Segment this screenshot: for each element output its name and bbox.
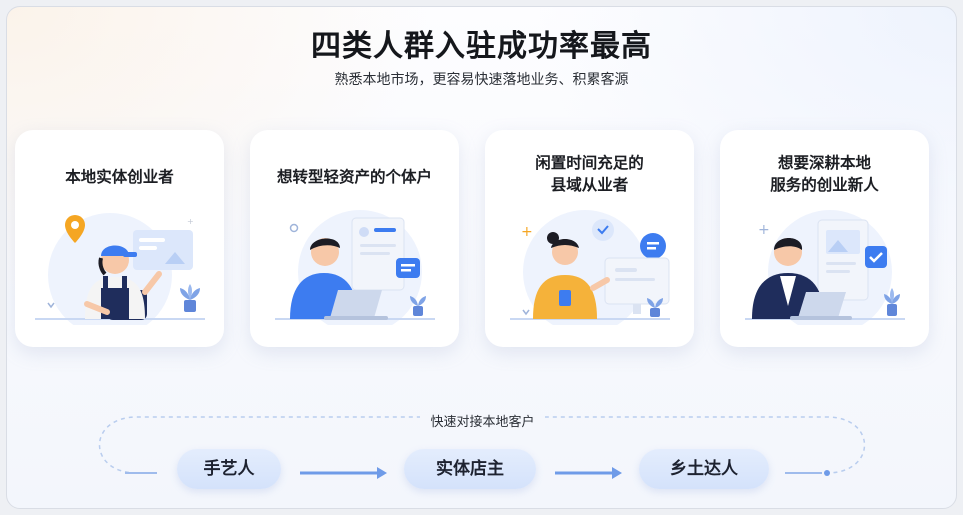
infographic-frame: 四类人群入驻成功率最高 熟悉本地市场，更容易快速落地业务、积累客源 本地实体创业… [6, 6, 957, 509]
card-light-asset-owner: 想转型轻资产的个体户 [250, 130, 459, 347]
page-title: 四类人群入驻成功率最高 [311, 29, 652, 64]
plant-icon [410, 296, 426, 316]
card-title-line2: 服务的创业新人 [770, 176, 879, 194]
arrow-icon [555, 467, 622, 479]
card-service-newcomer: 想要深耕本地 服务的创业新人 + [720, 130, 929, 347]
card-title-line2: 县域从业者 [550, 176, 629, 194]
checkbox-icon [865, 246, 887, 268]
plant-icon [647, 298, 663, 317]
svg-text:+: + [187, 217, 194, 226]
chat-icon [640, 233, 666, 259]
card-title-line1: 闲置时间充足的 [535, 154, 644, 172]
plant-icon [180, 284, 200, 312]
svg-text:+: + [758, 222, 770, 238]
owner-illustration [275, 210, 435, 325]
monitor-icon [604, 257, 670, 314]
flow-step-store-owner: 实体店主 [404, 449, 536, 489]
image-card-icon [817, 219, 869, 301]
card-title: 本地实体创业者 [65, 168, 174, 186]
card-local-entrepreneur: 本地实体创业者 + [15, 130, 224, 347]
newcomer-illustration: + [745, 210, 905, 325]
flow-step-local-expert: 乡土达人 [639, 449, 769, 489]
entrepreneur-illustration: + [35, 213, 205, 325]
image-card-icon [133, 230, 193, 270]
laptop-icon [790, 292, 852, 320]
county-worker-illustration: + [510, 210, 670, 325]
svg-text:+: + [521, 224, 533, 240]
card-title: 想转型轻资产的个体户 [276, 168, 432, 186]
card-title-line1: 想要深耕本地 [777, 154, 871, 172]
location-pin-icon [65, 215, 85, 243]
plant-icon [884, 288, 900, 316]
arrow-icon [300, 467, 387, 479]
card-county-worker: 闲置时间充足的 县域从业者 + [485, 130, 694, 347]
laptop-icon [324, 290, 388, 320]
page-subtitle: 熟悉本地市场，更容易快速落地业务、积累客源 [334, 72, 629, 88]
flow-label: 快速对接本地客户 [7, 411, 956, 430]
shield-check-icon [592, 219, 614, 241]
chat-icon [396, 258, 420, 278]
flow-step-craftsman: 手艺人 [177, 449, 281, 489]
document-icon [351, 217, 405, 291]
